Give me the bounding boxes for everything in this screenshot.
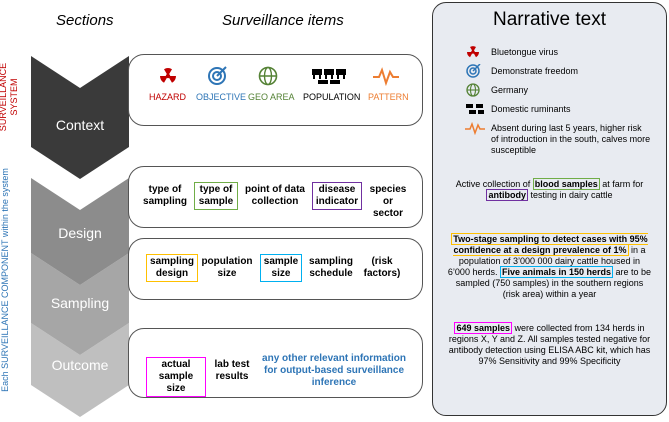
design-text-2: at farm for (599, 179, 644, 189)
design-type-of-sample: type of sample (194, 182, 238, 210)
context-geo-area-label: GEO AREA (248, 92, 295, 102)
narrative-geo-area: Germany (491, 85, 529, 95)
outcome-items-box (128, 328, 423, 398)
section-design: Design (58, 225, 102, 241)
chevron-design (31, 178, 129, 285)
sampling-risk-factors: (risk factors) (363, 256, 401, 279)
component-label-prefix: Each (0, 368, 10, 392)
design-items-box (128, 166, 423, 228)
component-label-suffix: within the system (0, 168, 10, 240)
context-pattern-label: PATTERN (368, 92, 409, 102)
highlight-antibody: antibody (486, 189, 528, 201)
radiation-icon (160, 68, 176, 83)
narrative-sampling-paragraph: Two-stage sampling to detect cases with … (447, 233, 652, 300)
sampling-population-size: population size (201, 256, 253, 279)
cattle-icon (466, 104, 484, 114)
sampling-text-1: in a population of 3’000 000 dairy cattl… (447, 245, 646, 277)
target-icon (208, 66, 227, 85)
context-objective-label: OBJECTIVE (196, 92, 247, 102)
pulse-icon (373, 67, 399, 86)
chevron-context (31, 56, 129, 179)
highlight-two-stage-sampling: Two-stage sampling to detect cases with … (451, 233, 648, 256)
component-label-highlight: SURVEILLANCE COMPONENT (0, 239, 10, 369)
narrative-title: Narrative text (493, 9, 606, 30)
design-type-of-sampling: type of sampling (143, 184, 187, 207)
highlight-blood-samples: blood samples (532, 178, 600, 190)
narrative-population: Domestic ruminants (491, 104, 571, 114)
section-sampling: Sampling (50, 295, 110, 311)
design-disease-indicator: disease indicator (312, 182, 362, 210)
narrative-objective: Demonstrate freedom (491, 66, 579, 76)
target-icon (466, 64, 481, 78)
sampling-items-box (128, 238, 423, 300)
narrative-panel: Narrative text Bluetongue virus Demonstr… (432, 2, 667, 416)
outcome-actual-sample-size: actual sample size (146, 357, 206, 397)
surveillance-items-header: Surveillance items (222, 12, 344, 29)
context-population-label: POPULATION (303, 92, 361, 102)
outcome-text-1: were collected from 134 herds in regions… (448, 323, 651, 366)
section-context: Context (55, 117, 105, 133)
narrative-outcome-paragraph: 649 samples were collected from 134 herd… (447, 322, 652, 367)
highlight-649-samples: 649 samples (454, 322, 512, 334)
pulse-icon (465, 121, 485, 135)
sampling-sampling-design: sampling design (146, 254, 198, 282)
outcome-lab-test-results: lab test results (214, 359, 250, 382)
radiation-icon (467, 46, 479, 58)
cattle-icon (312, 69, 346, 84)
context-items-box (128, 54, 423, 126)
highlight-five-animals: Five animals in 150 herds (499, 266, 614, 278)
design-point-of-data-collection: point of data collection (245, 184, 305, 207)
sampling-sampling-schedule: sampling schedule (309, 256, 353, 279)
sampling-sample-size: sample size (260, 254, 302, 282)
globe-icon (466, 83, 480, 97)
globe-icon (258, 66, 278, 86)
design-text-1: Active collection of (455, 179, 533, 189)
outcome-other-information: any other relevant information for outpu… (262, 353, 406, 388)
chevron-sampling (31, 253, 129, 355)
sections-header: Sections (56, 12, 114, 29)
chevron-outcome (31, 323, 129, 417)
section-chevrons (31, 56, 129, 417)
surveillance-component-label: Each SURVEILLANCE COMPONENT within the s… (0, 145, 11, 415)
narrative-hazard: Bluetongue virus (491, 47, 559, 57)
surveillance-system-label: SURVEILLANCE SYSTEM (0, 62, 19, 132)
design-species-or-sector: species or sector (369, 184, 407, 219)
context-hazard-label: HAZARD (149, 92, 187, 102)
section-outcome: Outcome (51, 357, 109, 373)
sampling-text-2: are to be sampled (750 samples) in the s… (455, 267, 652, 299)
design-text-3: testing in dairy cattle (527, 190, 613, 200)
narrative-pattern: Absent during last 5 years, higher risk … (491, 123, 651, 155)
narrative-design-paragraph: Active collection of blood samples at fa… (447, 178, 652, 201)
